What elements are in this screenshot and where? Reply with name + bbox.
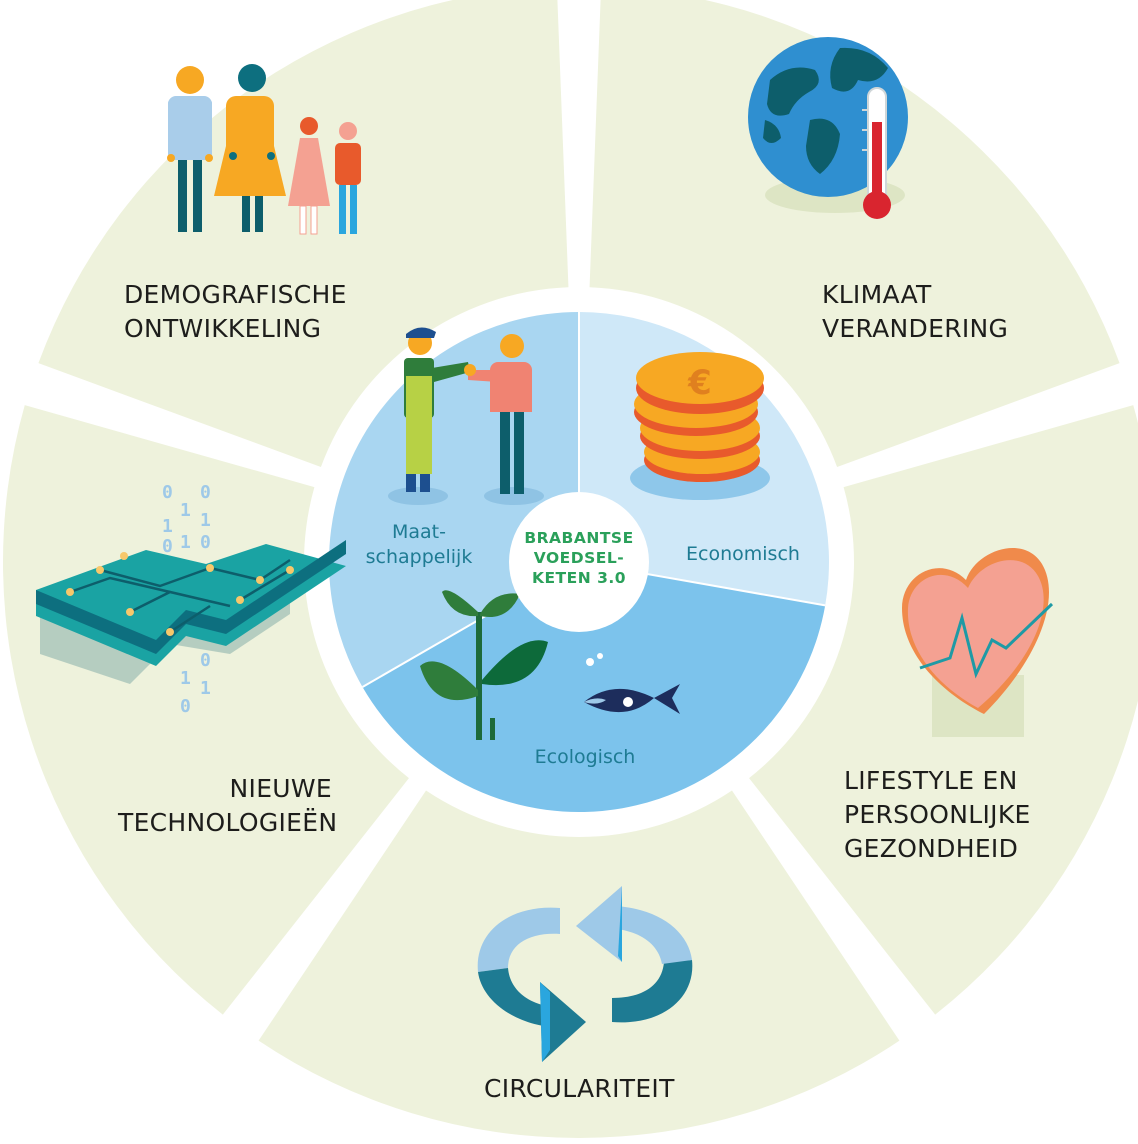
svg-text:1: 1 — [180, 668, 191, 689]
heart-heartbeat-icon — [902, 547, 1054, 737]
svg-text:1: 1 — [180, 500, 191, 521]
center-hub — [509, 492, 649, 632]
euro-coins-icon: € — [630, 352, 770, 500]
globe-thermometer-icon — [748, 37, 908, 219]
svg-text:0: 0 — [162, 482, 173, 503]
inner-label-line: Economisch — [686, 543, 800, 565]
inner-label-line: Maat- — [392, 521, 446, 543]
inner-label-line: schappelijk — [365, 546, 473, 568]
segment-label-klimaat-verandering: KLIMAAT VERANDERING — [822, 278, 1008, 346]
segment-label-line: ONTWIKKELING — [124, 314, 322, 343]
svg-text:0: 0 — [200, 482, 211, 503]
plant-fish-icon — [420, 590, 680, 740]
segment-label-lifestyle: LIFESTYLE EN PERSOONLIJKE GEZONDHEID — [844, 764, 1031, 866]
segment-label-line: NIEUWE — [229, 774, 332, 803]
center-title-line: VOEDSEL- — [533, 549, 625, 567]
inner-label-maatschappelijk: Maat- schappelijk — [354, 520, 484, 570]
segment-label-demografische-ontwikkeling: DEMOGRAFISCHE ONTWIKKELING — [124, 278, 347, 346]
segment-technologie — [3, 405, 409, 1015]
segment-label-line: CIRCULARITEIT — [484, 1074, 675, 1103]
svg-text:1: 1 — [200, 510, 211, 531]
center-title: BRABANTSE VOEDSEL- KETEN 3.0 — [509, 528, 649, 588]
svg-text:0: 0 — [200, 532, 211, 553]
segment-circulariteit — [258, 790, 900, 1139]
svg-text:1: 1 — [200, 678, 211, 699]
inner-label-economisch: Economisch — [668, 542, 818, 567]
segment-label-line: DEMOGRAFISCHE — [124, 280, 347, 309]
svg-text:0: 0 — [200, 650, 211, 671]
svg-text:€: € — [687, 363, 712, 403]
svg-text:1: 1 — [162, 516, 173, 537]
segment-label-line: VERANDERING — [822, 314, 1009, 343]
segment-label-line: GEZONDHEID — [844, 834, 1019, 863]
segment-label-line: KLIMAAT — [822, 280, 932, 309]
segment-label-nieuwe-technologieen: NIEUWE TECHNOLOGIEËN — [118, 772, 338, 840]
center-title-line: BRABANTSE — [524, 529, 634, 547]
segment-klimaat — [589, 0, 1120, 468]
recycle-arrows-icon — [477, 886, 693, 1062]
svg-text:1: 1 — [180, 532, 191, 553]
segment-label-line: TECHNOLOGIEËN — [118, 808, 338, 837]
handshake-people-icon — [388, 327, 544, 505]
center-title-line: KETEN 3.0 — [531, 569, 627, 587]
segment-label-circulariteit: CIRCULARITEIT — [484, 1072, 675, 1106]
segment-label-line: LIFESTYLE EN — [844, 766, 1018, 795]
svg-text:0: 0 — [180, 696, 191, 717]
inner-label-line: Ecologisch — [534, 746, 636, 768]
svg-text:0: 0 — [162, 536, 173, 557]
family-icon — [167, 64, 361, 235]
inner-label-ecologisch: Ecologisch — [510, 745, 660, 770]
segment-label-line: PERSOONLIJKE — [844, 800, 1031, 829]
